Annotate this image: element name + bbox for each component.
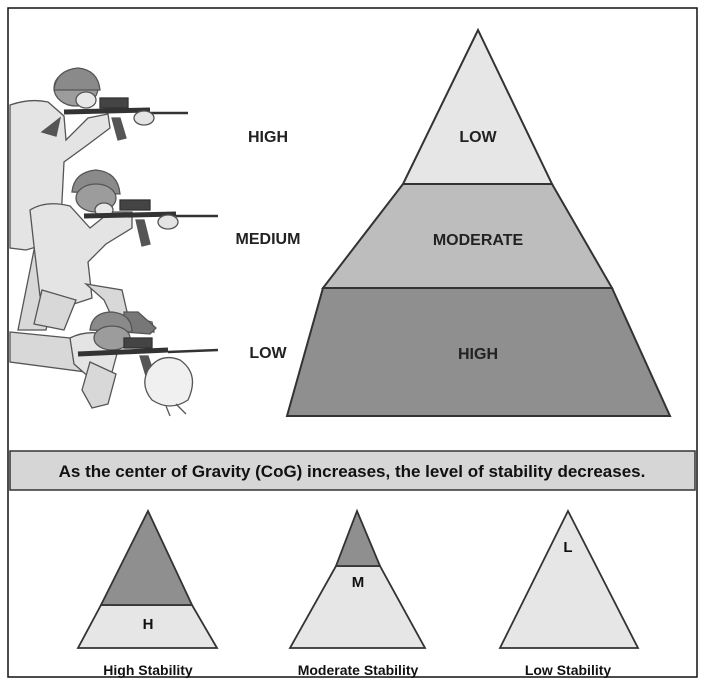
prone-soldier-icon xyxy=(9,311,219,417)
label-high-cog: HIGH xyxy=(248,129,288,146)
stability-pyramid: LOW MODERATE HIGH xyxy=(285,27,672,417)
high-triangle-letter: H xyxy=(143,616,154,633)
moderate-stability-triangle: M xyxy=(288,508,427,649)
caption-moderate-stability: Moderate Stability xyxy=(298,662,419,678)
high-stability-triangle: H xyxy=(76,508,219,649)
caption-high-stability: High Stability xyxy=(103,662,193,678)
high-triangle-upper xyxy=(99,508,194,606)
banner-text: As the center of Gravity (CoG) increases… xyxy=(59,462,646,481)
pyramid-label-bottom: HIGH xyxy=(458,346,498,363)
caption-low-stability: Low Stability xyxy=(525,662,612,678)
moderate-triangle-letter: M xyxy=(352,574,365,591)
kneeling-soldier-icon xyxy=(29,169,218,335)
low-triangle-letter: L xyxy=(563,539,572,556)
pyramid-label-middle: MODERATE xyxy=(433,232,524,249)
pyramid-label-top: LOW xyxy=(459,129,497,146)
outer-border xyxy=(7,7,698,678)
low-triangle xyxy=(498,508,640,649)
label-low-cog: LOW xyxy=(249,345,287,362)
label-medium-cog: MEDIUM xyxy=(236,231,301,248)
moderate-triangle-upper xyxy=(334,508,382,567)
banner-box xyxy=(9,450,696,491)
pyramid-top-section xyxy=(401,27,554,185)
low-stability-triangle: L xyxy=(498,508,640,649)
